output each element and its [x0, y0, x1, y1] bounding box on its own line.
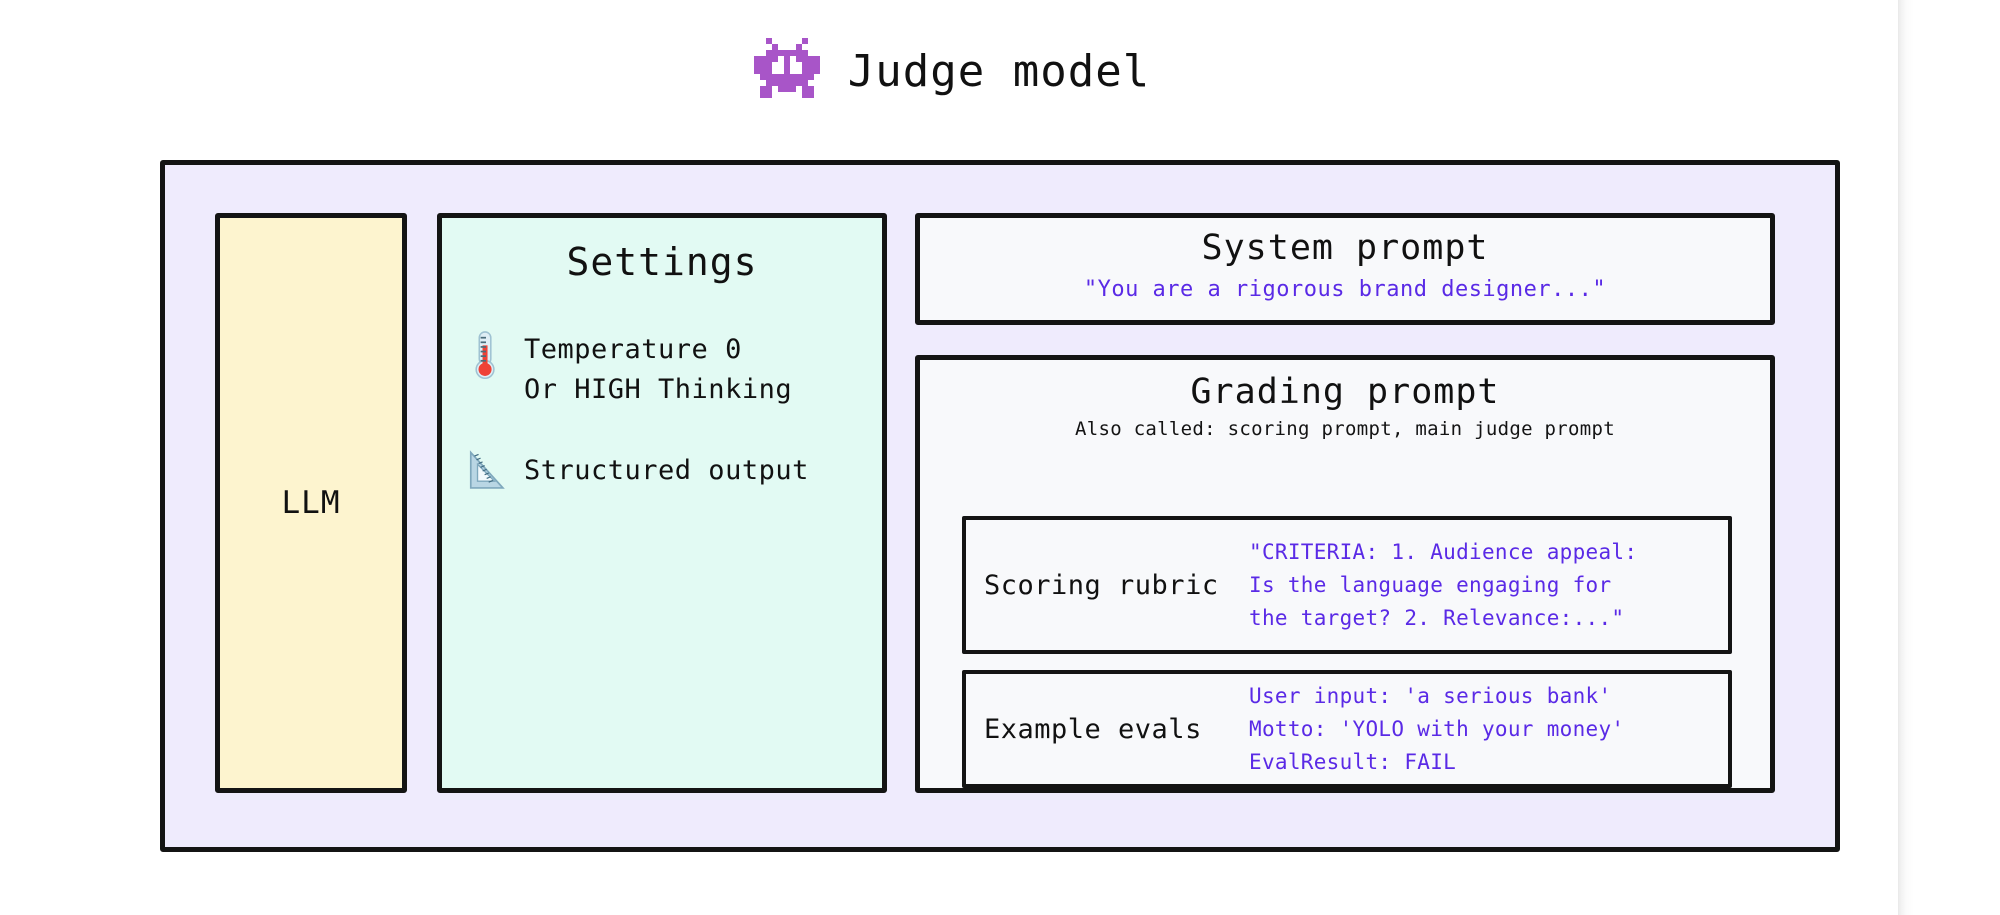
system-prompt-title: System prompt [1201, 228, 1489, 268]
example-evals-row[interactable]: Example evals User input: 'a serious ban… [962, 670, 1732, 788]
llm-label: LLM [281, 485, 341, 521]
judge-model-container: LLM Settings [160, 160, 1840, 852]
grading-prompt-title: Grading prompt [1190, 372, 1500, 412]
scoring-rubric-label: Scoring rubric [984, 569, 1219, 601]
diagram-canvas: Judge model LLM Settings [0, 38, 1898, 852]
scoring-rubric-value: "CRITERIA: 1. Audience appeal: Is the la… [1249, 539, 1638, 630]
grading-prompt-panel: Grading prompt Also called: scoring prom… [915, 355, 1775, 793]
system-prompt-panel[interactable]: System prompt "You are a rigorous brand … [915, 213, 1775, 325]
triangular-ruler-icon [469, 450, 505, 489]
llm-panel[interactable]: LLM [215, 213, 407, 793]
page-edge-shadow [1898, 0, 2000, 915]
example-evals-label: Example evals [984, 713, 1202, 745]
example-evals-value: User input: 'a serious bank' Motto: 'YOL… [1249, 683, 1625, 774]
thermometer-icon [475, 331, 495, 380]
setting-structured-output[interactable]: Structured output [442, 446, 882, 496]
page-title: Judge model [847, 45, 1151, 97]
setting-structured-output-label: Structured output [524, 455, 809, 486]
grading-prompt-subtitle: Also called: scoring prompt, main judge … [1075, 418, 1615, 440]
setting-temperature[interactable]: Temperature 0 Or HIGH Thinking [442, 330, 882, 410]
scoring-rubric-row[interactable]: Scoring rubric "CRITERIA: 1. Audience ap… [962, 516, 1732, 654]
alien-monster-icon [753, 38, 820, 98]
setting-temperature-label: Temperature 0 Or HIGH Thinking [524, 334, 793, 405]
settings-panel: Settings Temperature 0 [437, 213, 887, 793]
settings-title: Settings [566, 240, 758, 284]
system-prompt-quote: "You are a rigorous brand designer..." [1083, 277, 1607, 302]
page-title-row: Judge model [0, 38, 1898, 104]
